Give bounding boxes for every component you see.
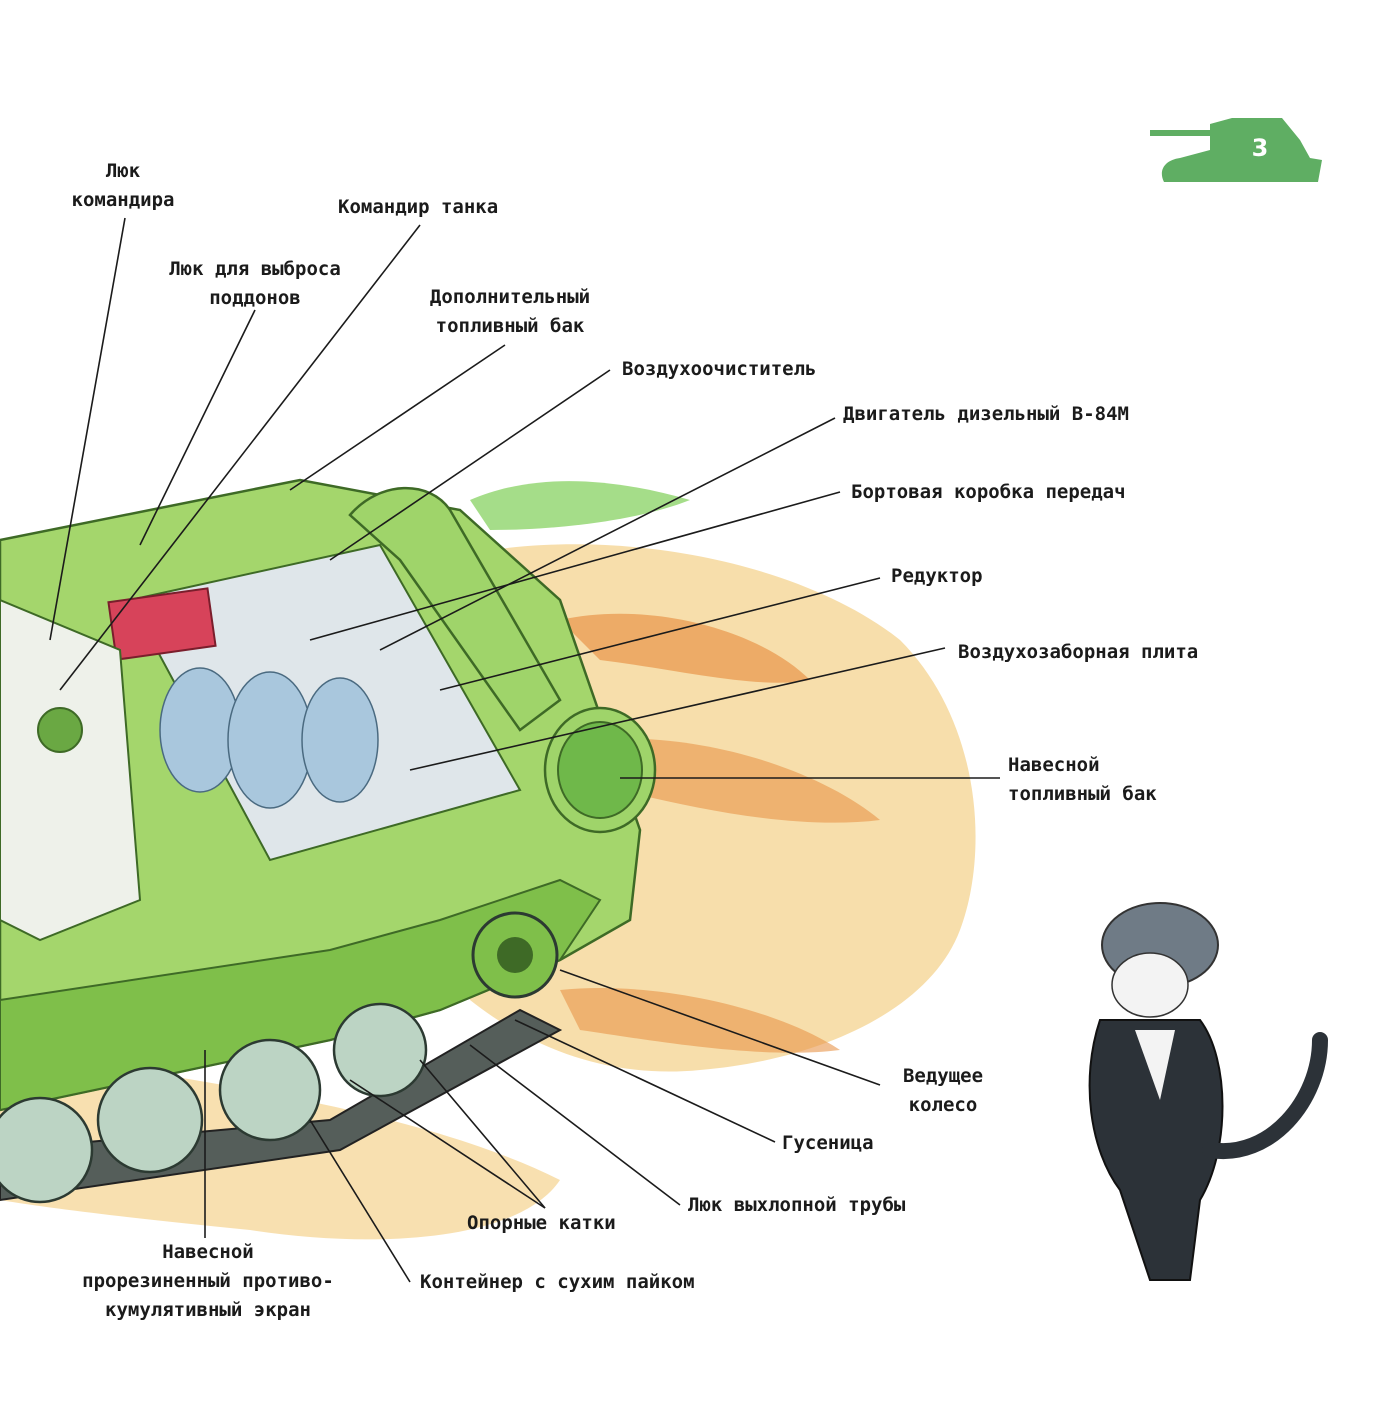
page-number: 3: [1251, 134, 1269, 162]
label-air-cleaner: Воздухоочиститель: [622, 358, 817, 380]
label-rubber-screen: Навесной прорезиненный противо- кумуляти…: [82, 1241, 334, 1321]
cat-in-tank-helmet-illustration: [1088, 902, 1328, 1281]
label-side-gearbox: Бортовая коробка передач: [851, 481, 1126, 503]
label-road-wheels: Опорные катки: [467, 1212, 616, 1234]
label-ration-container: Контейнер с сухим пайком: [420, 1271, 695, 1293]
tank-badge-icon: [1150, 118, 1322, 182]
label-drive-wheel: Ведущее колесо: [902, 1065, 984, 1116]
label-commander-hatch: Люк командира: [71, 160, 175, 211]
leader-lines: [49, 217, 1000, 1283]
label-tank-commander: Командир танка: [338, 196, 499, 218]
label-pallet-hatch: Люк для выброса поддонов: [169, 258, 341, 309]
label-reducer: Редуктор: [891, 565, 983, 587]
label-track: Гусеница: [782, 1132, 874, 1154]
tracks-and-wheels: [0, 911, 563, 1204]
label-mounted-fuel-tank: Навесной топливный бак: [1008, 754, 1157, 805]
label-diesel-engine: Двигатель дизельный В-84М: [843, 403, 1129, 425]
label-exhaust-hatch: Люк выхлопной трубы: [688, 1194, 906, 1216]
label-air-intake-plate: Воздухозаборная плита: [958, 641, 1199, 663]
label-extra-fuel-tank: Дополнительный топливный бак: [429, 286, 591, 337]
